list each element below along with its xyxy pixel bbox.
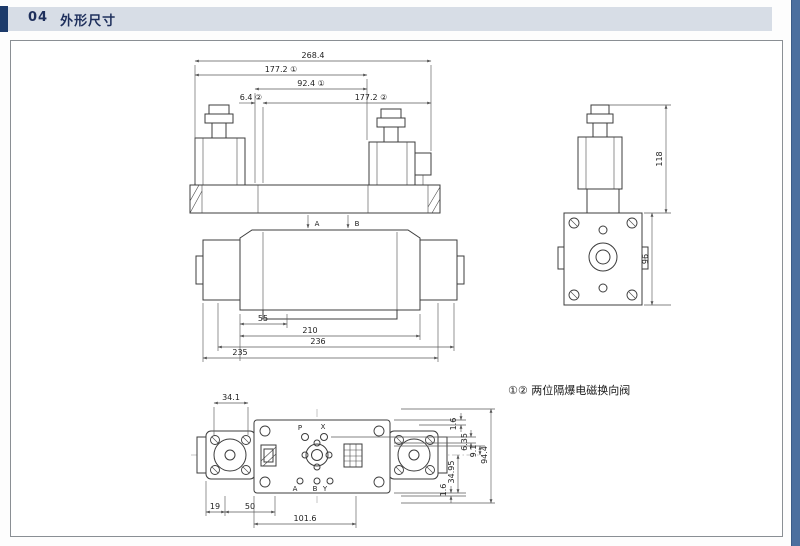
- front-extension-lines: [194, 65, 455, 362]
- dim-label-118: 118: [655, 151, 664, 166]
- dim-label-19: 19: [210, 502, 220, 511]
- dim-label-50: 50: [245, 502, 255, 511]
- dim-label-6-35: 6.35: [460, 433, 469, 451]
- dim-label-1-6-top: 1.6: [449, 418, 458, 431]
- section-header: 04 外形尺寸: [0, 6, 772, 32]
- content-frame: A B: [10, 40, 783, 537]
- top-port-b-label: B: [313, 485, 318, 493]
- side-view-drawing: [557, 104, 649, 306]
- dim-label-34-95: 34.95: [447, 461, 456, 484]
- dim-label-101-6: 101.6: [294, 514, 317, 523]
- dim-label-235: 235: [232, 348, 247, 357]
- section-title: 04 外形尺寸: [28, 10, 116, 29]
- top-port-p-label: P: [298, 424, 302, 432]
- top-view-drawing: P X A B Y: [191, 409, 481, 503]
- front-port-a-label: A: [315, 220, 320, 228]
- pilot-valve-body: [189, 184, 441, 214]
- dim-label-177-2-2: 177.2 ②: [355, 93, 388, 102]
- main-valve-body: [195, 229, 465, 320]
- section-number: 04: [28, 9, 49, 25]
- front-view-drawing: A B: [189, 104, 465, 320]
- right-solenoid: [368, 108, 432, 186]
- top-valve-body: [253, 419, 391, 494]
- side-view-dimensions: 118 96: [609, 104, 671, 306]
- top-view-dimensions: 34.1 19 50 101.6 1.6 6.35 9: [205, 393, 495, 528]
- top-right-solenoid-end: [388, 430, 448, 480]
- right-edge-bar: [791, 0, 800, 546]
- dim-label-34-1: 34.1: [222, 393, 240, 402]
- dim-label-210: 210: [302, 326, 317, 335]
- side-solenoid: [577, 104, 623, 214]
- dimension-drawings: A B: [189, 51, 671, 528]
- dim-label-177-2-1: 177.2 ①: [265, 65, 298, 74]
- top-port-y-label: Y: [322, 485, 328, 493]
- dim-label-55: 55: [258, 314, 268, 323]
- top-port-labels: P X A B Y: [293, 423, 328, 493]
- header-accent-block: [0, 6, 8, 32]
- top-port-a-label: A: [293, 485, 298, 493]
- dim-label-1-6-bottom: 1.6: [439, 484, 448, 497]
- dim-label-94-4: 94.4: [480, 446, 489, 464]
- dim-label-92-4: 92.4 ①: [297, 79, 325, 88]
- front-view-dimensions: 268.4 177.2 ① 92.4 ① 6.4 ② 177.2 ② 55 21…: [194, 51, 455, 362]
- dim-label-6-4: 6.4 ②: [240, 93, 262, 102]
- valve-caption: ①② 两位隔爆电磁换向阀: [508, 383, 630, 397]
- left-solenoid: [194, 104, 246, 186]
- front-port-b-label: B: [355, 220, 360, 228]
- dim-label-236: 236: [310, 337, 325, 346]
- section-title-text: 外形尺寸: [60, 13, 117, 29]
- side-valve-body: [557, 212, 649, 306]
- dim-label-9-1: 9.1: [469, 445, 478, 458]
- top-left-solenoid-end: [196, 430, 256, 480]
- top-port-x-label: X: [321, 423, 326, 431]
- dim-label-268-4: 268.4: [302, 51, 325, 60]
- dim-label-96: 96: [641, 254, 650, 264]
- front-port-labels: A B: [306, 215, 360, 229]
